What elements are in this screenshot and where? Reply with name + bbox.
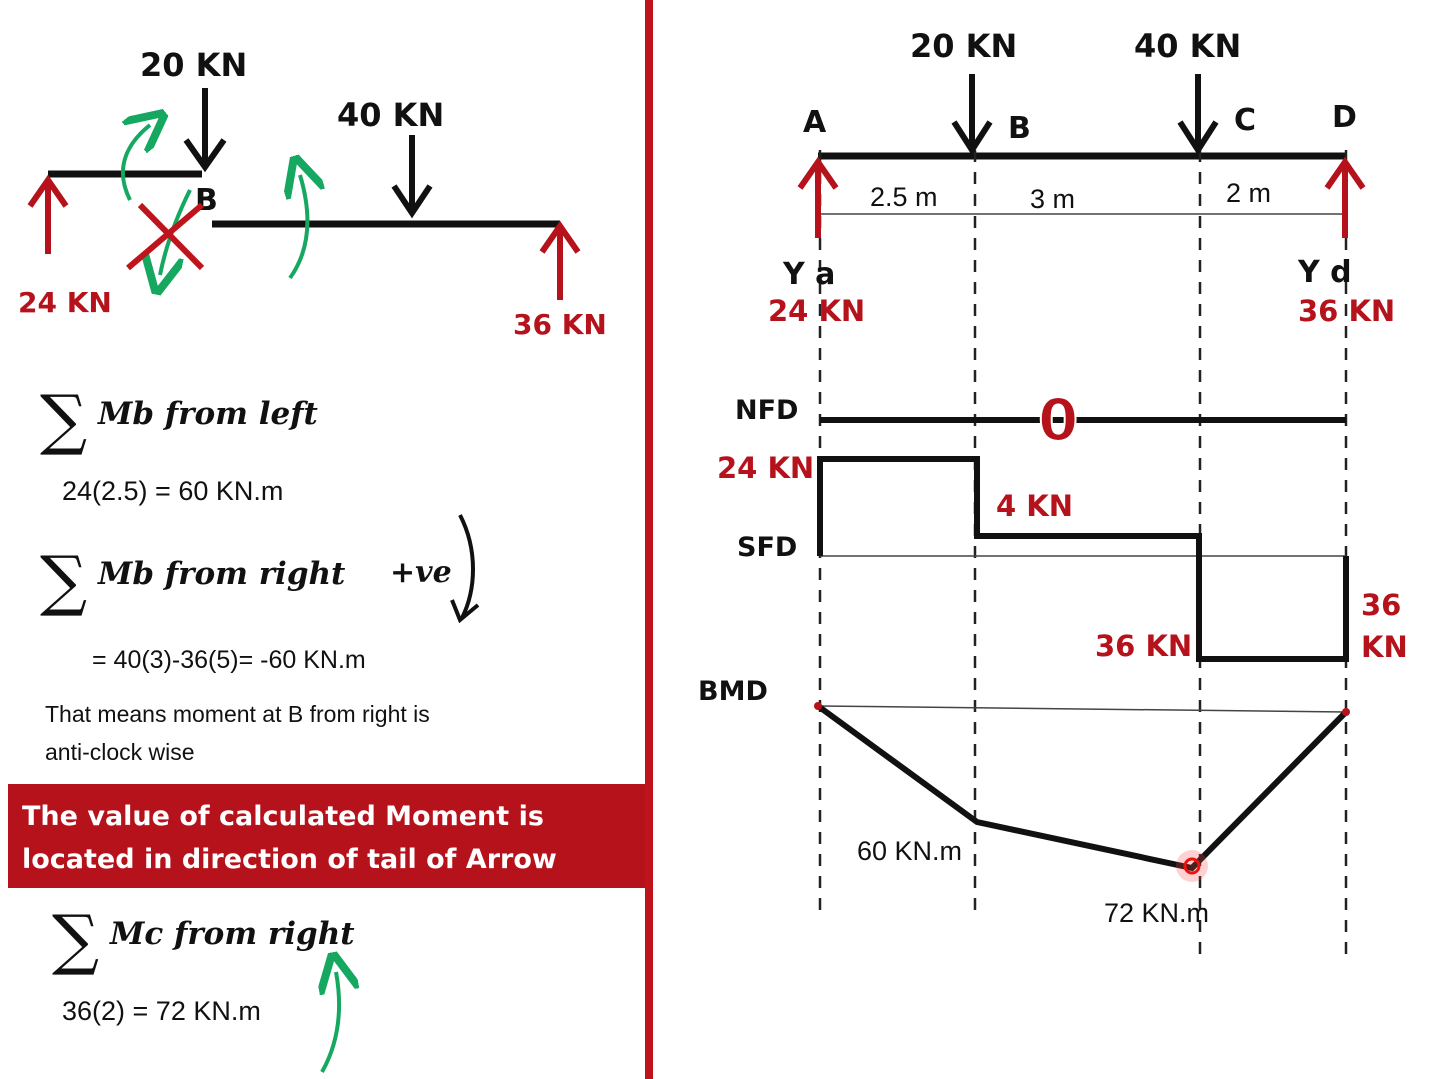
reaction-arrow-right xyxy=(539,220,581,300)
reaction-name-a: Y a xyxy=(782,257,835,292)
eq1-title: Mb from left xyxy=(97,396,319,432)
eq3-calc: 36(2) = 72 KN.m xyxy=(62,996,261,1026)
bmd-curve xyxy=(816,703,1349,872)
span-label-1: 2.5 m xyxy=(870,182,938,212)
sfd-value-3: 36 KN xyxy=(1095,629,1192,663)
eq2-title: Mb from right xyxy=(97,556,346,592)
sfd-value-2: 4 KN xyxy=(996,489,1073,523)
point-label-a: A xyxy=(803,105,827,140)
bmd-point-d xyxy=(1342,708,1350,716)
load-arrow-40kn xyxy=(391,135,433,219)
point-label-b: B xyxy=(1008,111,1031,146)
bmd-value-2: 72 KN.m xyxy=(1104,898,1209,928)
load-arrow-40kn-main xyxy=(1177,74,1219,156)
reaction-arrow-a xyxy=(797,156,839,238)
bmd-label: BMD xyxy=(698,676,768,707)
sfd-label: SFD xyxy=(737,532,797,563)
reaction-value-a: 24 KN xyxy=(768,294,865,328)
span-label-3: 2 m xyxy=(1226,178,1271,208)
load-label-20kn: 20 KN xyxy=(140,46,247,84)
bmd-point-a xyxy=(814,702,822,710)
eq2-sign: +ve xyxy=(390,555,452,590)
sfd-value-4b: KN xyxy=(1361,630,1408,664)
clockwise-arrow-icon xyxy=(458,514,475,619)
load-arrow-20kn xyxy=(183,88,227,173)
panel-divider xyxy=(645,0,653,1079)
eq2-calc: = 40(3)-36(5)= -60 KN.m xyxy=(92,646,366,674)
node-label-b: B xyxy=(195,183,218,218)
eq2-sigma: ∑ xyxy=(40,542,87,619)
span-label-2: 3 m xyxy=(1030,184,1075,214)
reaction-label-right: 36 KN xyxy=(513,308,607,341)
reaction-name-d: Y d xyxy=(1297,255,1352,290)
banner-line-2: located in direction of tail of Arrow xyxy=(22,844,557,875)
moment-arc-green-1 xyxy=(120,125,150,201)
load-label-20kn-main: 20 KN xyxy=(910,27,1017,65)
sfd-outline xyxy=(817,456,1349,662)
point-label-c: C xyxy=(1234,103,1256,138)
nfd-value: 0 xyxy=(1038,386,1078,454)
reaction-arrow-left xyxy=(27,174,69,254)
eq1-calc: 24(2.5) = 60 KN.m xyxy=(62,476,283,506)
note-line-1: That means moment at B from right is xyxy=(45,701,430,727)
load-label-40kn: 40 KN xyxy=(337,96,444,134)
eq1-sigma: ∑ xyxy=(40,381,87,458)
cursor-highlight-glow xyxy=(1176,850,1208,882)
reaction-value-d: 36 KN xyxy=(1298,294,1395,328)
load-arrow-20kn-main xyxy=(951,74,993,156)
nfd-label: NFD xyxy=(735,395,798,426)
clockwise-arrow-head xyxy=(450,599,480,624)
sfd-value-1: 24 KN xyxy=(717,451,814,485)
cursor-highlight-ring xyxy=(1183,857,1201,875)
point-label-d: D xyxy=(1332,100,1357,135)
reaction-arrow-d xyxy=(1324,156,1366,238)
note-line-2: anti-clock wise xyxy=(45,739,195,765)
info-banner xyxy=(8,784,645,888)
banner-line-1: The value of calculated Moment is xyxy=(22,801,544,832)
reaction-label-left: 24 KN xyxy=(18,286,112,319)
bmd-baseline xyxy=(819,705,1347,713)
cross-mark-icon xyxy=(126,202,205,271)
load-label-40kn-main: 40 KN xyxy=(1134,27,1241,65)
eq3-sigma: ∑ xyxy=(52,901,99,978)
eq3-title: Mc from right xyxy=(109,916,355,952)
bmd-value-1: 60 KN.m xyxy=(857,836,962,866)
sfd-value-4a: 36 xyxy=(1361,588,1401,622)
moment-arc-green-4 xyxy=(322,972,339,1073)
moment-arc-green-3 xyxy=(290,175,307,280)
